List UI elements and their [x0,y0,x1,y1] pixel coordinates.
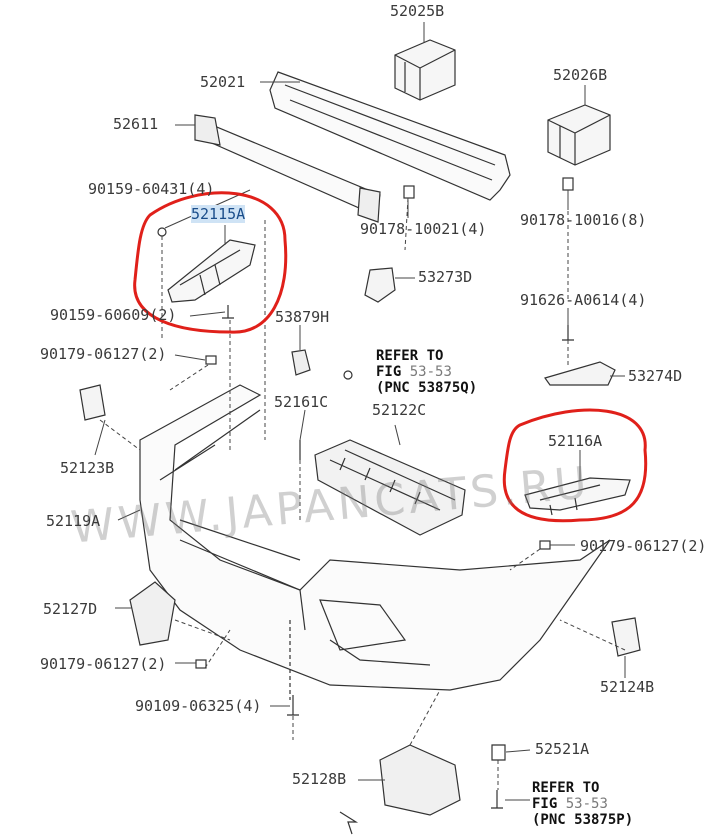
label-90159-60431: 90159-60431(4) [88,180,215,198]
clip-90178-10016-shape [562,177,574,191]
label-52127d: 52127D [43,600,98,618]
label-90178-10021: 90178-10021(4) [360,220,487,238]
pad-52124b-shape [611,617,641,657]
label-52124b: 52124B [600,678,655,696]
leader-lines [94,22,626,801]
highlight-52115a [133,191,288,334]
label-90179-06127-b: 90179-06127(2) [580,537,707,555]
refer-upper-pnc: (PNC 53875Q) [376,380,478,396]
bumper-cover-52119a-shape [139,384,611,700]
refer-note-upper: REFER TO FIG 53-53 (PNC 53875Q) [376,348,477,396]
clip-90178-10021-shape [403,185,415,199]
part-53274d-shape [544,361,616,386]
grille-52122c-shape [314,439,466,536]
bracket-52026b-shape [547,104,611,166]
refer-upper-figref[interactable]: 53-53 [409,364,452,380]
bolt-91626-shape [562,325,574,341]
clip-90179-a-shape [205,355,217,365]
part-53879h-shape [291,349,311,376]
refer-upper-fig: FIG [376,364,402,380]
cover-52128b-shape [379,744,461,816]
label-52021: 52021 [200,73,246,91]
clip-90179-c-shape [195,659,207,669]
label-90179-06127-a: 90179-06127(2) [40,345,167,363]
label-52025b: 52025B [390,2,445,20]
refer-lower-line1: REFER TO [532,780,600,796]
label-52122c: 52122C [372,401,427,419]
refer-lower-pnc: (PNC 53875P) [532,812,634,828]
label-52123b: 52123B [60,459,115,477]
refer-upper-line1: REFER TO [376,348,444,364]
refer-note-lower: REFER TO FIG 53-53 (PNC 53875P) [532,780,633,828]
part-53273d-shape [364,267,396,303]
label-52026b: 52026B [553,66,608,84]
label-90109-06325: 90109-06325(4) [135,697,262,715]
bracket-52025b-shape [394,39,456,101]
label-52128b: 52128B [292,770,347,788]
label-52611: 52611 [113,115,159,133]
label-90159-60609: 90159-60609(2) [50,306,177,324]
bolt-bottom-shape [491,790,503,809]
refer-lower-line2: FIG 53-53 [532,796,633,812]
side-bracket-52116a-shape [524,477,631,516]
refer-upper-line2: FIG 53-53 [376,364,477,380]
clip-90179-b-shape [539,540,551,550]
label-52115a: 52115A [191,205,246,223]
pad-52123b-shape [79,384,106,421]
label-53879h: 53879H [275,308,330,326]
label-52116a: 52116A [548,432,603,450]
label-90178-10016: 90178-10016(8) [520,211,647,229]
refer-lower-fig: FIG [532,796,558,812]
clip-refer1-shape [343,370,353,380]
part-52521a-shape [491,744,506,761]
label-53273d: 53273D [418,268,473,286]
label-52521a: 52521A [535,740,590,758]
bumper-reinforcement-shape [194,71,511,223]
bolt-90109-shape [287,695,299,716]
label-91626-a0614: 91626-A0614(4) [520,291,647,309]
label-90179-06127-c: 90179-06127(2) [40,655,167,673]
highlight-marks [133,191,648,523]
label-53274d: 53274D [628,367,683,385]
label-52161c: 52161C [274,393,329,411]
side-bracket-52115a-shape [157,227,256,319]
highlight-52116a [502,408,648,523]
pointer-cursor-shape [339,811,359,835]
label-52119a: 52119A [46,512,101,530]
refer-lower-figref[interactable]: 53-53 [565,796,608,812]
cover-52127d-shape [129,581,176,646]
